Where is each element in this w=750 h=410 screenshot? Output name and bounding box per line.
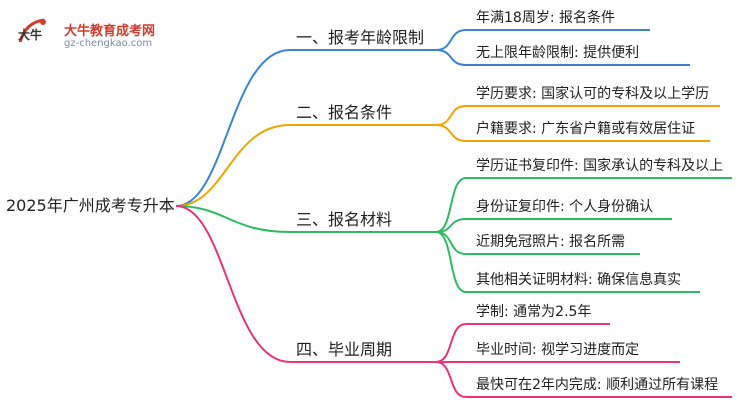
root-to-branch-line [175,205,291,363]
root-to-branch-line [175,205,291,233]
branch-to-leaf-line [435,124,467,142]
leaf-label: 年满18周岁: 报名条件 [476,10,615,26]
leaf-label: 其他相关证明材料: 确保信息真实 [476,272,682,288]
leaf-label: 学历要求: 国家认可的专科及以上学历 [476,86,710,102]
logo-mark-text: 大牛 [18,28,43,42]
site-logo: 大牛 [16,14,166,54]
leaf-label: 身份证复印件: 个人身份确认 [476,199,654,215]
leaf-label: 学历证书复印件: 国家承认的专科及以上 [476,158,724,174]
branch-to-leaf-line [435,105,467,126]
leaf-label: 最快可在2年内完成: 顺利通过所有课程 [476,377,719,393]
leaf-label: 毕业时间: 视学习进度而定 [476,342,640,358]
leaf-label: 近期免冠照片: 报名所需 [476,234,626,250]
branch-to-leaf-line [435,177,467,233]
branch-label: 二、报名条件 [296,103,393,122]
root-topic: 2025年广州成考专升本 [6,196,175,215]
leaf-label: 无上限年龄限制: 提供便利 [476,45,640,61]
branch-to-leaf-line [435,361,467,398]
logo-name: 大牛教育成考网 [64,24,156,39]
branch-to-leaf-line [435,49,467,66]
logo-mark-icon [18,18,46,43]
root-to-branch-line [175,49,291,207]
branch-label: 一、报考年龄限制 [296,28,425,47]
root-to-branch-line [175,124,291,207]
branch-to-leaf-line [435,29,467,51]
logo-domain: gz-chengkao.com [64,38,153,49]
connector-lines [175,29,732,398]
branch-to-leaf-line [435,231,467,293]
branch-label: 三、报名材料 [296,210,393,229]
branch-to-leaf-line [435,323,467,363]
leaf-label: 户籍要求: 广东省户籍或有效居住证 [476,121,696,137]
branch-label: 四、毕业周期 [296,340,393,359]
branch-to-leaf-line [435,231,467,255]
leaf-label: 学制: 通常为2.5年 [476,304,592,320]
